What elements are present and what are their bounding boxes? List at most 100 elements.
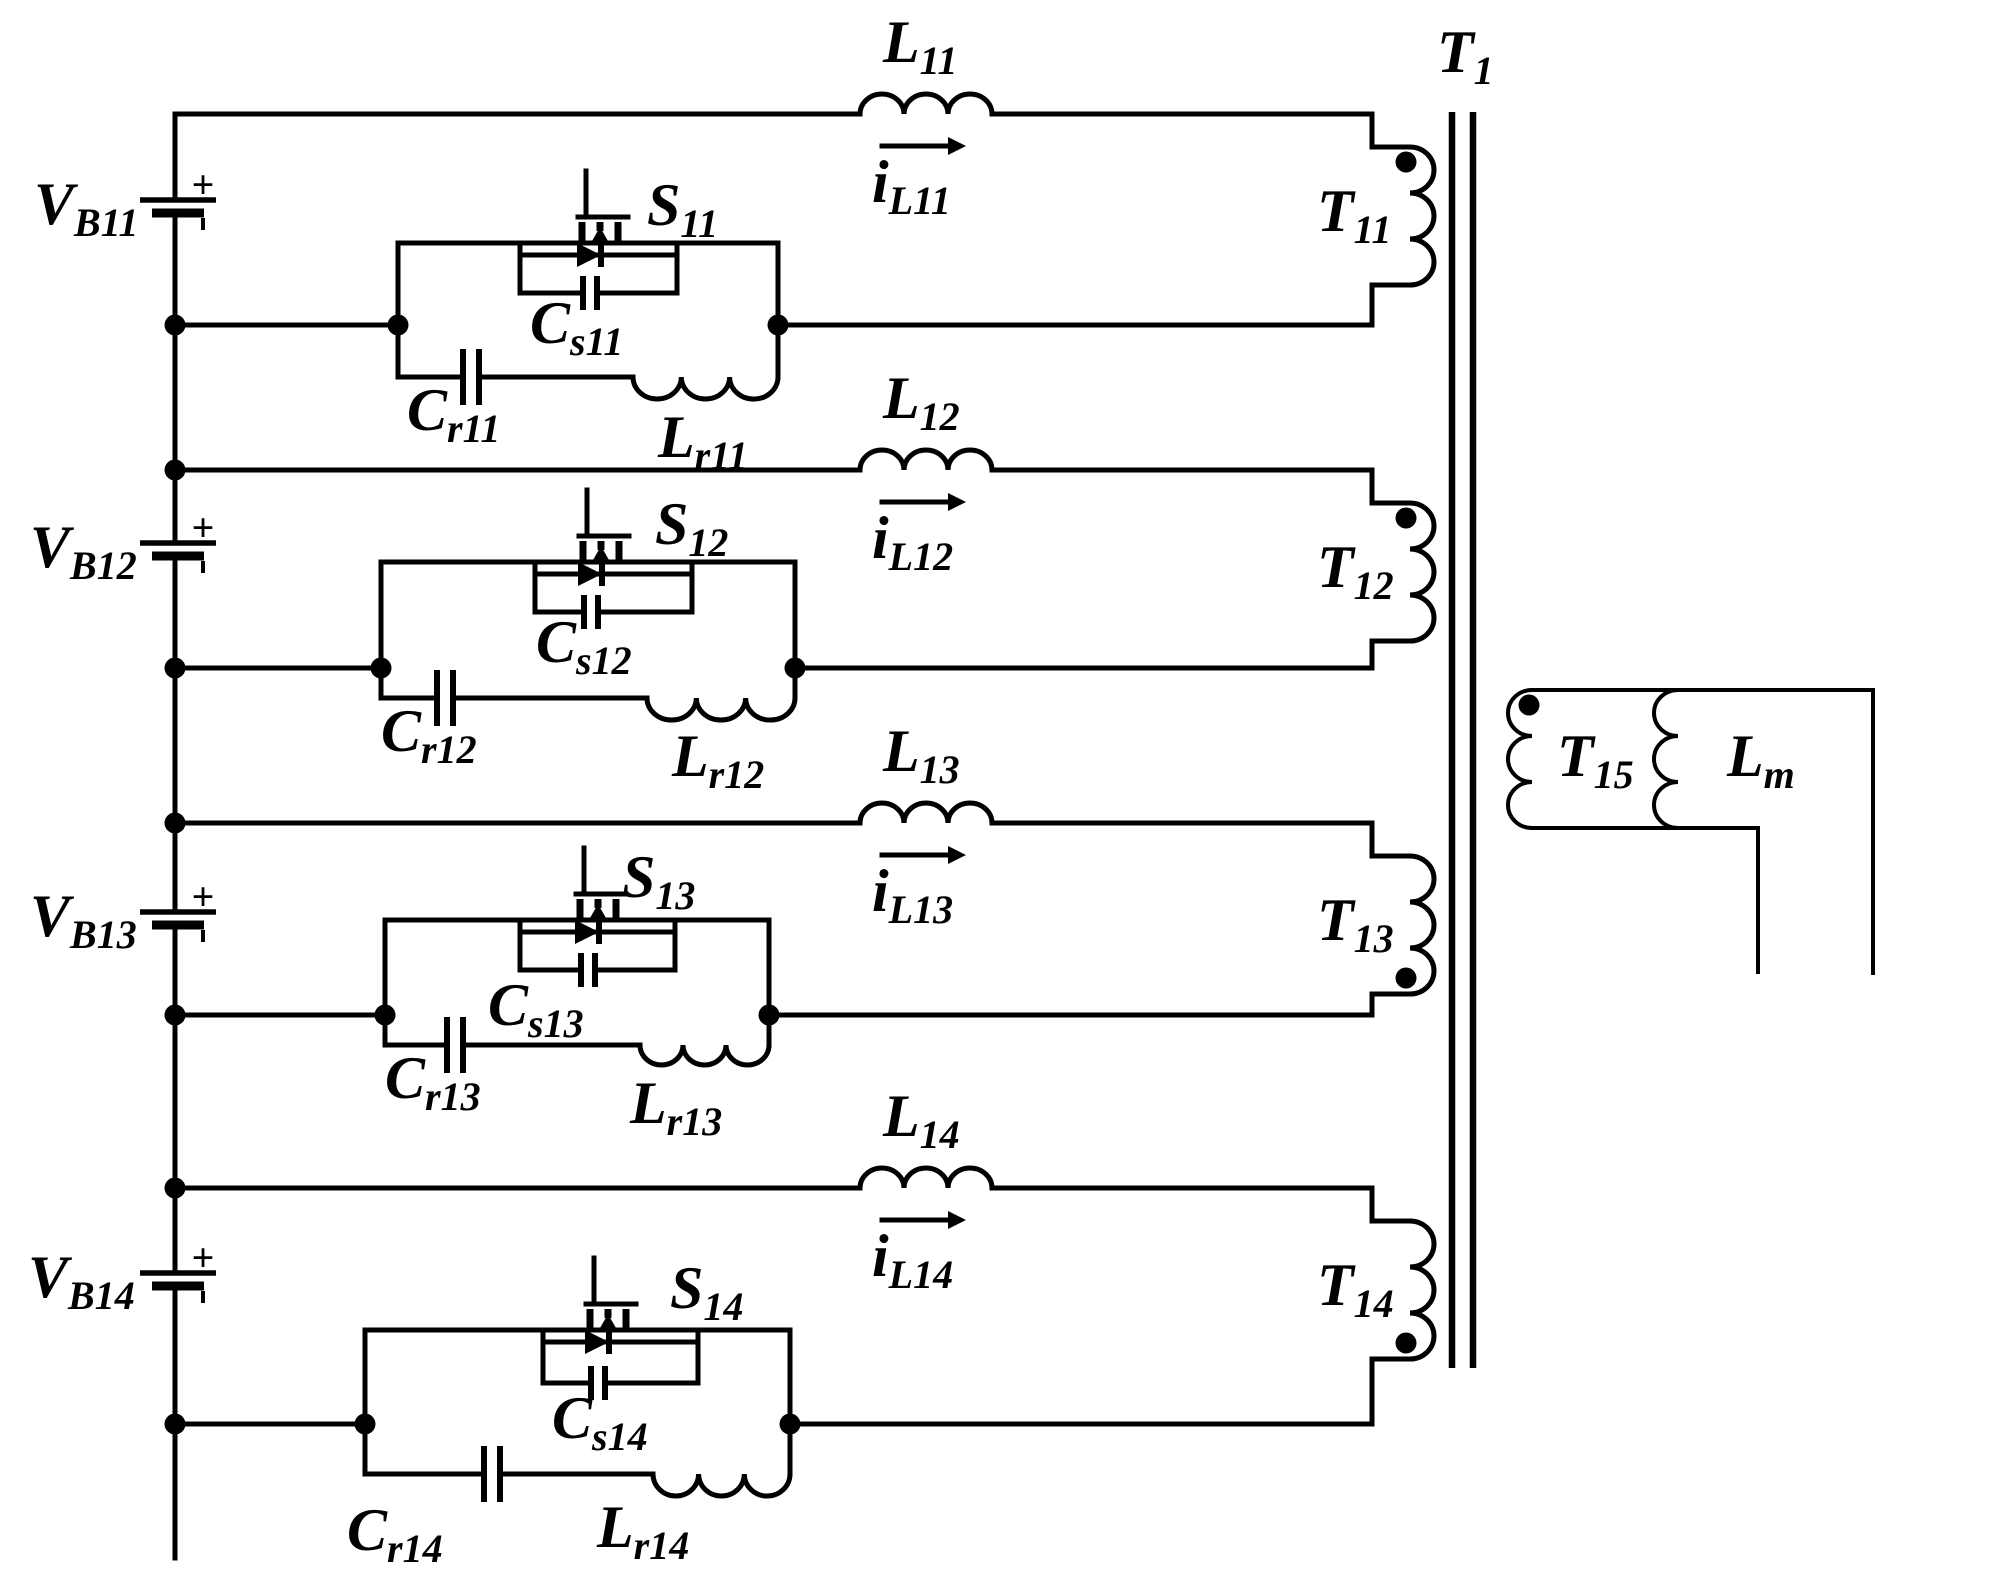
series-ind-label: L12	[882, 365, 960, 439]
cell3-rail-and-winding-wire	[172, 800, 1437, 1018]
battery-voltage-label: VB11	[34, 171, 139, 245]
secondary-side: T15 Lm	[1506, 687, 1875, 975]
cell4-mosfet-icon	[583, 1255, 639, 1329]
core-line-icon	[1448, 112, 1477, 1368]
winding-polarity-dot	[1395, 967, 1417, 989]
cell4-current-arrow-icon	[879, 1211, 966, 1229]
cell2-plus-mark: +	[192, 505, 215, 550]
switch-label: S11	[647, 172, 718, 246]
series-ind-label: L14	[882, 1083, 960, 1157]
cell1-body-diode-icon	[577, 243, 604, 267]
inductor-current-label: iL11	[872, 149, 951, 223]
junction-dot	[164, 314, 186, 336]
battery-voltage-label: VB13	[30, 883, 137, 957]
winding-polarity-dot	[1395, 151, 1417, 173]
cell-4: + VB14 S14 Cs14 Cr14 Lr14 L14 iL14 T14	[28, 1083, 1437, 1571]
inductor-current-label: iL14	[872, 1223, 953, 1297]
snubber-cap-label: Cs12	[536, 609, 632, 683]
cell1-rail-and-winding-wire	[172, 91, 1437, 328]
cell2-switch-frame-wire	[378, 559, 798, 723]
switch-label: S13	[622, 844, 695, 918]
cell4-battery-icon	[140, 1270, 216, 1303]
cell2-resonant-capacitor	[434, 670, 456, 726]
cell3-resonant-capacitor	[444, 1017, 466, 1073]
resonant-ind-label: Lr13	[629, 1070, 722, 1144]
junction-dot	[164, 1177, 186, 1199]
junction-dot	[354, 1413, 376, 1435]
resonant-ind-label: Lr14	[596, 1494, 689, 1568]
winding-polarity-dot	[1395, 507, 1417, 529]
snubber-cap-label: Cs14	[552, 1385, 648, 1459]
cell2-inner-branch-wire	[532, 559, 695, 615]
resonant-cap-label: Cr13	[385, 1045, 481, 1119]
junction-dot	[387, 314, 409, 336]
cell4-resonant-capacitor	[481, 1446, 503, 1502]
junction-dot	[164, 1413, 186, 1435]
cell1-battery-icon	[140, 197, 216, 230]
junction-dot	[164, 1004, 186, 1026]
secondary-bottom-wire	[1530, 826, 1760, 974]
switch-label: S14	[670, 1255, 743, 1329]
primary-winding-label: T13	[1317, 887, 1394, 961]
junction-dot	[164, 657, 186, 679]
secondary-winding-label: T15	[1557, 723, 1634, 797]
resonant-cap-label: Cr11	[407, 377, 500, 451]
core-label: T1	[1437, 19, 1494, 93]
cell2-battery-icon	[140, 540, 216, 573]
cell2-mosfet-icon	[576, 487, 632, 561]
primary-winding-label: T14	[1317, 1252, 1394, 1326]
secondary-top-wire	[1530, 688, 1875, 975]
junction-dot	[784, 657, 806, 679]
cell3-plus-mark: +	[192, 874, 215, 919]
magnetizing-inductor-coil	[1652, 687, 1681, 831]
cell1-switch-frame-wire	[395, 240, 781, 402]
secondary-winding-coil	[1506, 687, 1535, 831]
magnetizing-inductance-label: Lm	[1726, 723, 1795, 797]
junction-dot	[164, 459, 186, 481]
cell3-snubber-capacitor	[578, 953, 598, 987]
inductor-current-label: iL13	[872, 858, 953, 932]
junction-dot	[374, 1004, 396, 1026]
cell2-rail-and-winding-wire	[172, 447, 1437, 671]
battery-voltage-label: VB14	[28, 1244, 135, 1318]
resonant-ind-label: Lr11	[657, 404, 748, 478]
winding-polarity-dot	[1518, 694, 1540, 716]
transformer-core: T1	[1437, 19, 1494, 1368]
cell-3: + VB13 S13 Cs13 Cr13 Lr13 L13 iL13 T13	[30, 718, 1437, 1144]
series-ind-label: L11	[882, 9, 957, 83]
cell1-resonant-capacitor	[460, 349, 482, 405]
resonant-ind-label: Lr12	[671, 723, 764, 797]
cell-1: + VB11 S11 Cs11 Cr11 Lr11 L11 iL11 T11	[34, 9, 1437, 478]
switch-label: S12	[655, 491, 728, 565]
cell4-plus-mark: +	[192, 1235, 215, 1280]
primary-winding-label: T12	[1317, 534, 1394, 608]
cell3-switch-frame-wire	[382, 917, 772, 1068]
cell1-plus-mark: +	[192, 162, 215, 207]
cell4-rail-and-winding-wire	[172, 1165, 1437, 1427]
cell4-snubber-capacitor	[588, 1366, 608, 1400]
junction-dot	[758, 1004, 780, 1026]
cell4-body-diode-icon	[585, 1330, 612, 1354]
cell2-body-diode-icon	[578, 562, 605, 586]
snubber-cap-label: Cs13	[488, 972, 584, 1046]
primary-winding-label: T11	[1317, 178, 1391, 252]
resonant-cap-label: Cr12	[381, 698, 477, 772]
junction-dot	[164, 812, 186, 834]
battery-voltage-label: VB12	[30, 514, 137, 588]
cell3-current-arrow-icon	[879, 846, 966, 864]
cell3-battery-icon	[140, 909, 216, 942]
cell-2: + VB12 S12 Cs12 Cr12 Lr12 L12 iL12 T12	[30, 365, 1437, 797]
snubber-cap-label: Cs11	[530, 290, 623, 364]
cell2-snubber-capacitor	[581, 595, 601, 629]
cell4-inner-branch-wire	[540, 1327, 701, 1386]
junction-dot	[779, 1413, 801, 1435]
cell3-body-diode-icon	[575, 920, 602, 944]
cell1-mosfet-icon	[575, 168, 631, 242]
series-ind-label: L13	[882, 718, 960, 792]
cell4-switch-frame-wire	[362, 1327, 793, 1499]
cell1-current-arrow-icon	[879, 137, 966, 155]
inductor-current-label: iL12	[872, 505, 953, 579]
cell1-snubber-capacitor	[580, 276, 600, 310]
